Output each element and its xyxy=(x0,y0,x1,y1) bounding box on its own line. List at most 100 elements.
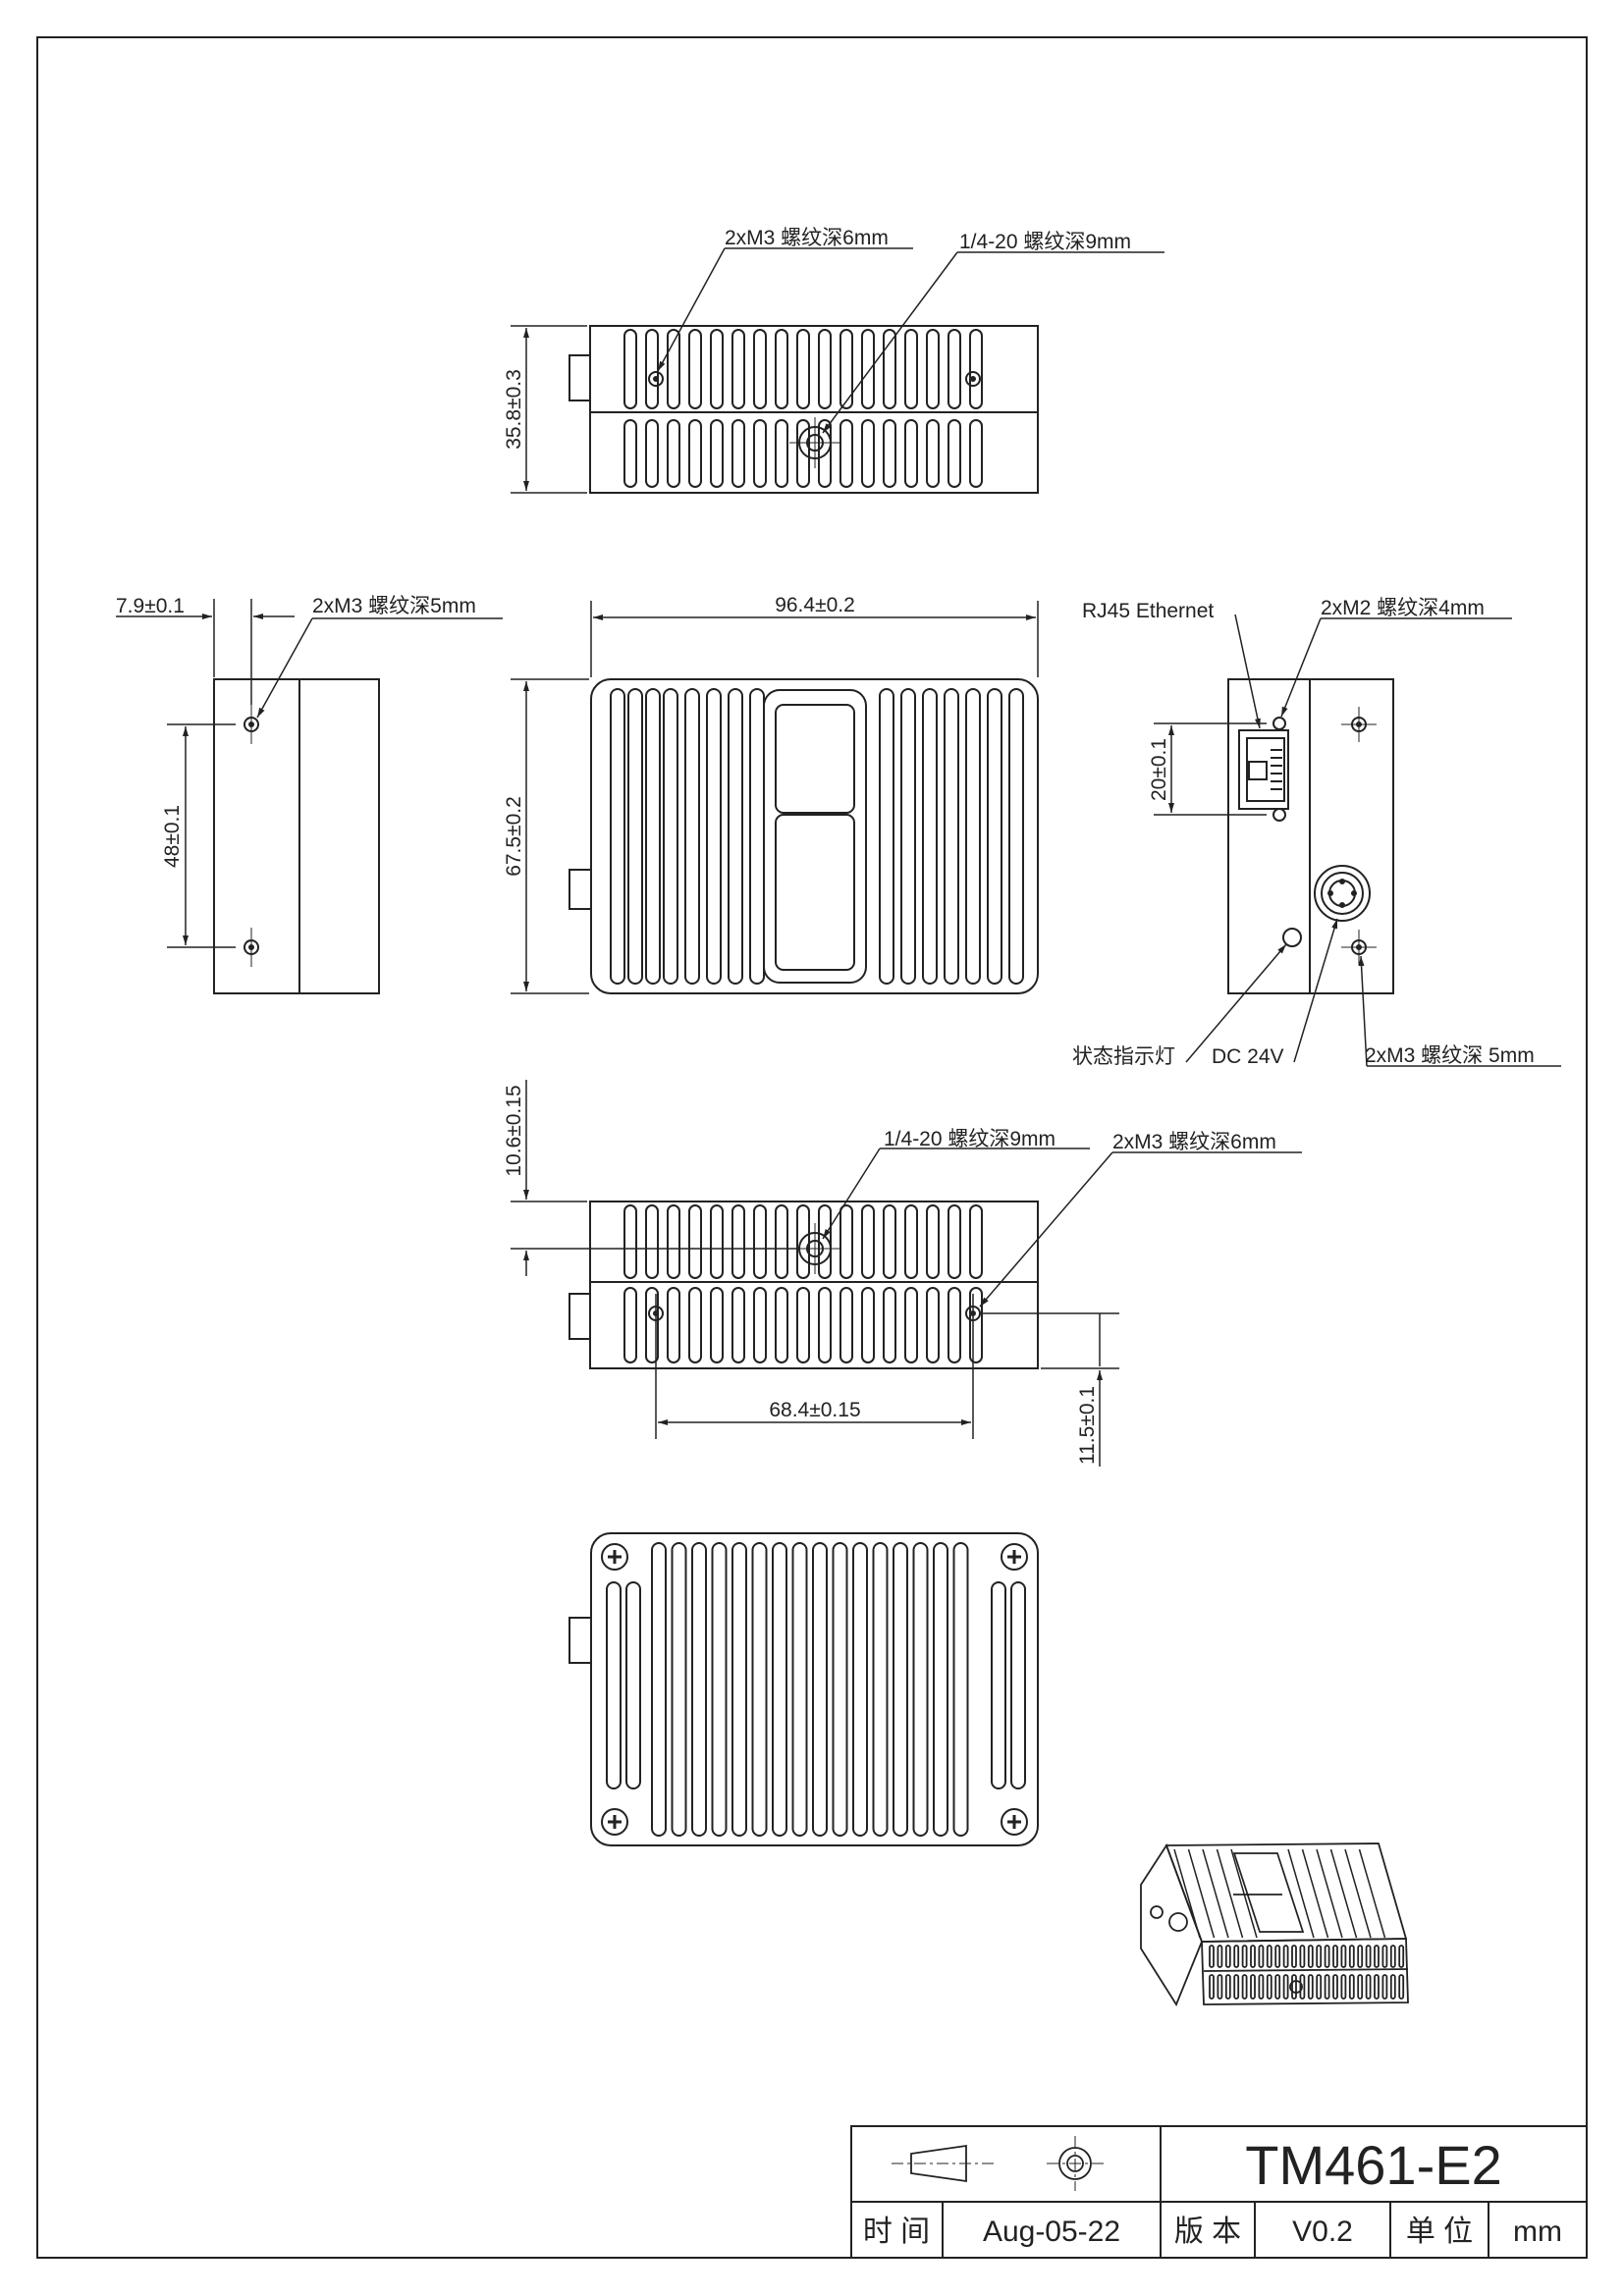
cooling-fin xyxy=(751,1542,768,1837)
vent-slot xyxy=(926,419,940,488)
cooling-fin xyxy=(1202,1848,1229,1939)
cooling-fin xyxy=(1316,1848,1343,1939)
vent-slot xyxy=(731,329,745,409)
vent-slot xyxy=(710,1204,724,1279)
screw-icon xyxy=(1001,1543,1028,1571)
vent-slot xyxy=(753,329,767,409)
vent-slot xyxy=(796,1204,810,1279)
screw-icon xyxy=(1001,1808,1028,1836)
vent-slot xyxy=(818,419,832,488)
vent-slot xyxy=(1348,1974,1355,2000)
left-dim-spacing: 48±0.1 xyxy=(161,805,184,868)
vent-slot xyxy=(667,329,680,409)
vent-slot xyxy=(731,1287,745,1363)
vent-slot xyxy=(710,329,724,409)
vent-slot xyxy=(1398,1974,1405,2000)
unit-label: 单 位 xyxy=(1406,2216,1473,2248)
vent-slot xyxy=(1224,1974,1231,2000)
vent-slot xyxy=(839,1204,853,1279)
vent-slot xyxy=(731,1204,745,1279)
right-callout-m3: 2xM3 螺纹深 5mm xyxy=(1365,1044,1535,1067)
top-callout-tripod: 1/4-20 螺纹深9mm xyxy=(959,231,1131,253)
vent-slot xyxy=(1398,1945,1405,1968)
vent-slot xyxy=(1233,1974,1240,2000)
vent-slot xyxy=(947,419,961,488)
cooling-fin xyxy=(1358,1848,1386,1939)
date-label: 时 间 xyxy=(863,2216,930,2248)
cooling-fin xyxy=(893,1542,908,1837)
vent-slot xyxy=(1307,1974,1314,2000)
cooling-fin xyxy=(749,688,765,985)
cooling-fin xyxy=(1216,1848,1244,1939)
cooling-fin xyxy=(606,1581,622,1789)
cooling-fin xyxy=(987,688,1002,985)
cooling-fin xyxy=(791,1542,808,1837)
vent-slot xyxy=(969,419,983,488)
vent-slot xyxy=(623,1204,637,1279)
vent-slot xyxy=(1381,1974,1388,2000)
vent-slot xyxy=(1374,1974,1380,2000)
vent-slot xyxy=(1357,1945,1364,1968)
top-callout-m3: 2xM3 螺纹深6mm xyxy=(725,227,889,249)
vent-slot xyxy=(796,419,810,488)
right-label-dc: DC 24V xyxy=(1212,1045,1284,1068)
projection-symbol xyxy=(892,2136,1104,2191)
vent-slot xyxy=(796,329,810,409)
vent-slot xyxy=(775,1204,788,1279)
vent-slot xyxy=(667,1287,680,1363)
cooling-fin xyxy=(731,1542,747,1837)
vent-slot xyxy=(904,419,918,488)
vent-slot xyxy=(645,1287,659,1363)
bottom-dim-side: 11.5±0.1 xyxy=(1076,1386,1099,1465)
cooling-fin xyxy=(1008,688,1024,985)
date-value: Aug-05-22 xyxy=(983,2216,1120,2248)
vent-slot xyxy=(1282,1974,1289,2000)
cooling-fin xyxy=(812,1542,828,1837)
cooling-fin xyxy=(684,688,700,985)
cooling-fin xyxy=(965,688,981,985)
vent-slot xyxy=(753,419,767,488)
vent-slot xyxy=(753,1204,767,1279)
cooling-fin xyxy=(1187,1848,1216,1939)
vent-slot xyxy=(1374,1945,1380,1968)
vent-slot xyxy=(623,419,637,488)
cooling-fin xyxy=(711,1542,728,1837)
vent-slot xyxy=(1241,1945,1248,1968)
vent-slot xyxy=(688,329,702,409)
front-dim-height: 67.5±0.2 xyxy=(503,796,525,877)
vent-slot xyxy=(1389,1945,1396,1968)
version-value: V0.2 xyxy=(1292,2216,1353,2248)
vent-slot xyxy=(645,1204,659,1279)
bottom-callout-m3: 2xM3 螺纹深6mm xyxy=(1112,1131,1276,1153)
vent-slot xyxy=(1332,1945,1338,1968)
vent-slot xyxy=(839,419,853,488)
vent-slot xyxy=(1217,1945,1223,1968)
vent-slot xyxy=(904,1287,918,1363)
vent-slot xyxy=(753,1287,767,1363)
unit-value: mm xyxy=(1513,2216,1562,2248)
cooling-fin xyxy=(1287,1848,1315,1939)
right-view xyxy=(1154,614,1561,1067)
vent-slot xyxy=(883,1287,896,1363)
vent-slot xyxy=(1241,1974,1248,2000)
vent-slot xyxy=(688,1287,702,1363)
vent-slot xyxy=(1316,1974,1323,2000)
right-label-rj45: RJ45 Ethernet xyxy=(1082,600,1214,622)
cooling-fin xyxy=(691,1542,707,1837)
vent-slot xyxy=(926,1287,940,1363)
vent-slot xyxy=(818,1287,832,1363)
right-dim-spacing: 20±0.1 xyxy=(1148,738,1170,801)
left-dim-offset: 7.9±0.1 xyxy=(116,595,185,617)
bottom-dim-offset: 10.6±0.15 xyxy=(503,1085,525,1176)
right-callout-m2: 2xM2 螺纹深4mm xyxy=(1321,597,1485,619)
cooling-fin xyxy=(610,688,625,985)
vent-slot xyxy=(623,1287,637,1363)
vent-slot xyxy=(947,329,961,409)
vent-slot xyxy=(1250,1945,1256,1968)
vent-slot xyxy=(1365,1945,1372,1968)
vent-slot xyxy=(883,1204,896,1279)
vent-slot xyxy=(1381,1945,1388,1968)
cooling-fin xyxy=(1344,1848,1372,1939)
vent-slot xyxy=(688,1204,702,1279)
vent-slot xyxy=(883,419,896,488)
